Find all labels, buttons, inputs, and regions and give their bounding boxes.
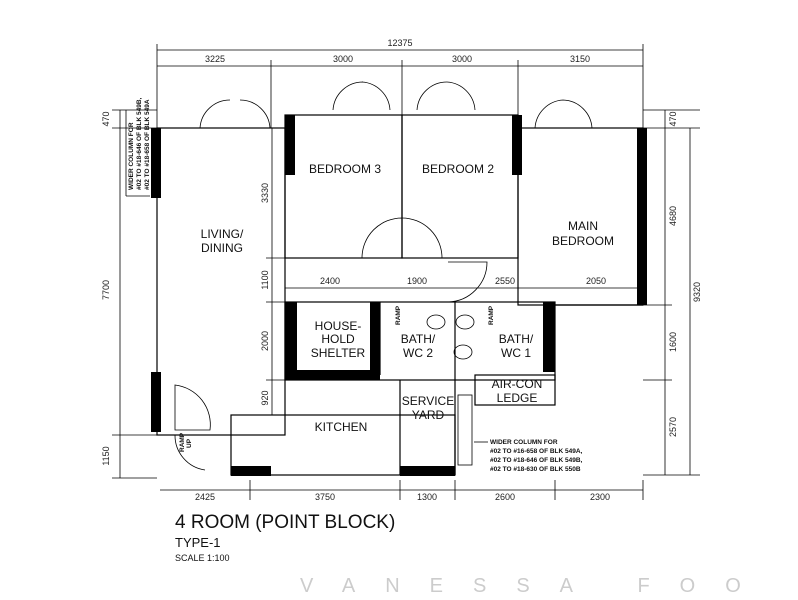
dim-top: 3000: [452, 54, 472, 64]
doors: [174, 81, 593, 471]
dim-top: 3150: [570, 54, 590, 64]
note-right: WIDER COLUMN FOR #02 TO #16-658 OF BLK 5…: [474, 439, 583, 473]
dim-middle: 2550: [495, 276, 515, 286]
dim-overall-width: 12375: [387, 38, 412, 48]
note-line: #02 TO #18-646 OF BLK 549B,: [136, 97, 143, 190]
dim-bottom: 3750: [315, 492, 335, 502]
walls: [151, 114, 647, 476]
dim-right: 1600: [668, 332, 678, 352]
room-aircon-label: LEDGE: [497, 391, 538, 405]
note-line: #02 TO #18-630 OF BLK 550B: [490, 466, 581, 473]
room-bedroom3-label: BEDROOM 3: [309, 162, 381, 176]
dim-middle: 2050: [586, 276, 606, 286]
dim-bottom: 2600: [495, 492, 515, 502]
dim-left: 7700: [101, 280, 111, 300]
room-living-label: DINING: [201, 241, 243, 255]
dim-right: 2570: [668, 417, 678, 437]
dim-left: 1150: [101, 446, 111, 465]
dim-inner: 1100: [260, 270, 270, 289]
room-bath2-label: WC 2: [403, 346, 433, 360]
dim-right: 470: [668, 111, 678, 126]
dim-top: 3225: [205, 54, 225, 64]
ramp-label: RAMP: [179, 432, 186, 452]
dim-inner: 3330: [260, 183, 270, 203]
dim-inner: 2000: [260, 331, 270, 351]
dim-bottom: 1300: [417, 492, 437, 502]
dimension-lines: [112, 44, 700, 500]
room-shelter-label: HOUSE-: [315, 319, 362, 333]
plan-title: 4 ROOM (POINT BLOCK): [175, 512, 395, 533]
note-line: #02 TO #18-646 OF BLK 549B,: [490, 457, 583, 464]
room-aircon-label: AIR-CON: [492, 377, 543, 391]
note-line: WIDER COLUMN FOR: [490, 439, 558, 446]
room-kitchen-label: KITCHEN: [315, 420, 368, 434]
room-service-yard-label: SERVICE: [402, 394, 454, 408]
note-left: WIDER COLUMN FOR #02 TO #18-646 OF BLK 5…: [125, 97, 151, 197]
dim-overall-height: 9320: [692, 282, 702, 302]
room-bedroom2-label: BEDROOM 2: [422, 162, 494, 176]
ramp-label: RAMP: [395, 305, 402, 325]
dim-top: 3000: [333, 54, 353, 64]
plan-subtitle: TYPE-1: [175, 535, 221, 550]
dim-bottom: 2425: [195, 492, 215, 502]
ramp-up-label: UP: [186, 438, 193, 448]
dim-middle: 2400: [320, 276, 340, 286]
dim-middle: 1900: [407, 276, 427, 286]
dim-bottom: 2300: [590, 492, 610, 502]
room-living-label: LIVING/: [201, 227, 244, 241]
room-main-bedroom-label: MAIN: [568, 219, 598, 233]
room-shelter-label: HOLD: [321, 332, 355, 346]
room-bath1-label: WC 1: [501, 346, 531, 360]
note-line: #02 TO #18-658 OF BLK 549A: [144, 99, 151, 190]
watermark: VANESSA FOO: [300, 575, 771, 597]
ramp-label: RAMP: [488, 305, 495, 325]
room-main-bedroom-label: BEDROOM: [552, 234, 614, 248]
dim-left: 470: [101, 111, 111, 126]
room-service-yard-label: YARD: [412, 408, 445, 422]
note-line: WIDER COLUMN FOR: [128, 122, 135, 190]
room-bath1-label: BATH/: [499, 332, 534, 346]
room-shelter-label: SHELTER: [311, 346, 366, 360]
plan-scale: SCALE 1:100: [175, 553, 230, 563]
room-bath2-label: BATH/: [401, 332, 436, 346]
note-line: #02 TO #16-658 OF BLK 549A,: [490, 448, 583, 455]
dim-inner: 920: [260, 390, 270, 405]
dim-right: 4680: [668, 206, 678, 226]
